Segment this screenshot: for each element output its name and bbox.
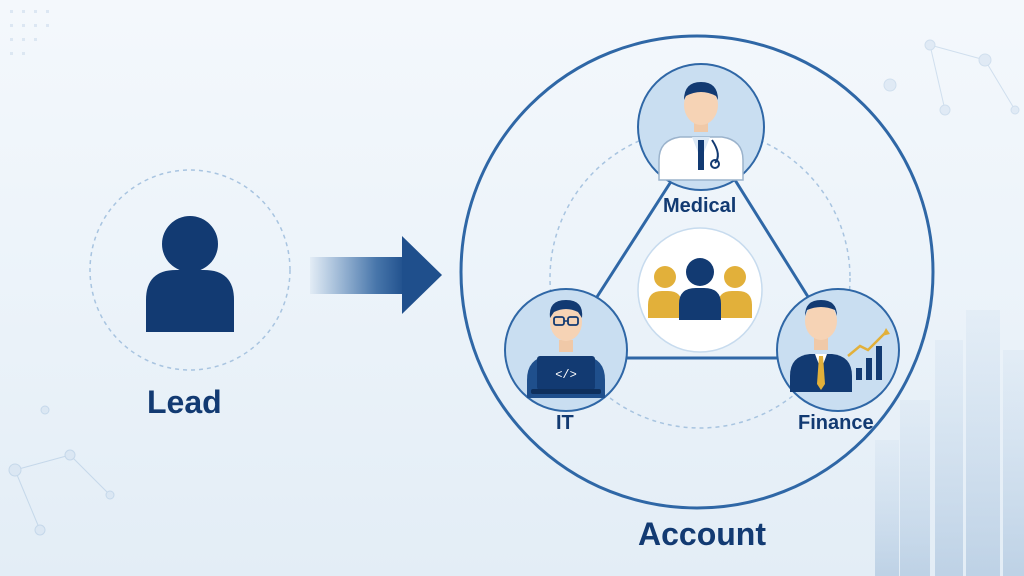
medical-node bbox=[637, 63, 765, 191]
it-node: </> bbox=[504, 288, 628, 412]
doctor-icon bbox=[658, 82, 744, 181]
business-person-icon bbox=[790, 300, 852, 392]
lead-node bbox=[89, 169, 291, 371]
lead-label: Lead bbox=[147, 384, 222, 420]
it-label: IT bbox=[556, 412, 574, 434]
connection-lines bbox=[593, 179, 812, 360]
laptop-code-glyph: </> bbox=[555, 368, 577, 382]
account-ring bbox=[459, 34, 935, 510]
finance-node bbox=[776, 288, 900, 412]
medical-label: Medical bbox=[663, 195, 737, 217]
team-icon bbox=[648, 258, 752, 320]
arrow-right-icon bbox=[310, 236, 442, 314]
developer-icon: </> bbox=[527, 300, 605, 398]
finance-label: Finance bbox=[798, 412, 874, 434]
team-node bbox=[637, 227, 763, 353]
growth-chart-icon bbox=[847, 328, 890, 380]
account-label: Account bbox=[638, 516, 766, 552]
person-icon bbox=[146, 216, 234, 332]
